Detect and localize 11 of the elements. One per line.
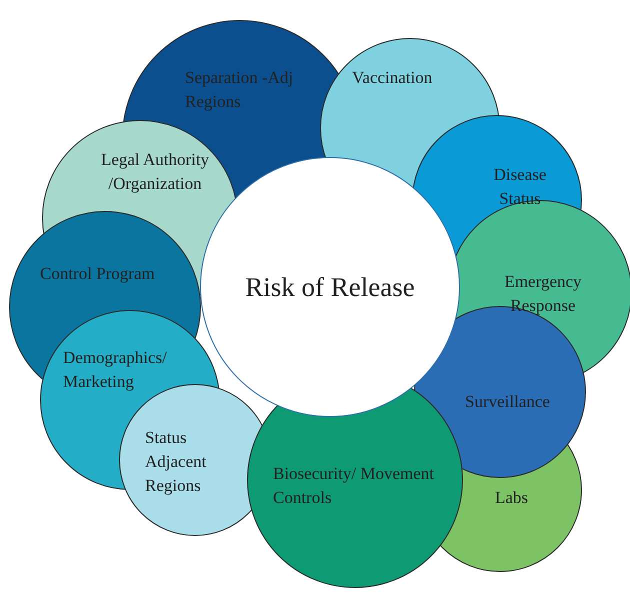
petal-label: Status Adjacent Regions <box>145 427 208 497</box>
petal-label: Legal Authority /Organization <box>100 149 210 195</box>
petal-label: Surveillance <box>465 391 551 413</box>
petal-label: Emergency Response <box>503 271 583 317</box>
petal-label: Separation -Adj Regions <box>185 67 294 113</box>
center-label: Risk of Release <box>244 271 416 304</box>
petal-label: Labs <box>495 487 530 509</box>
petal-label: Control Program <box>40 263 156 285</box>
petal-label: Biosecurity/ Movement Controls <box>273 463 436 509</box>
petal-label: Demographics/ Marketing <box>63 347 168 393</box>
petal-label: Vaccination <box>352 67 434 89</box>
